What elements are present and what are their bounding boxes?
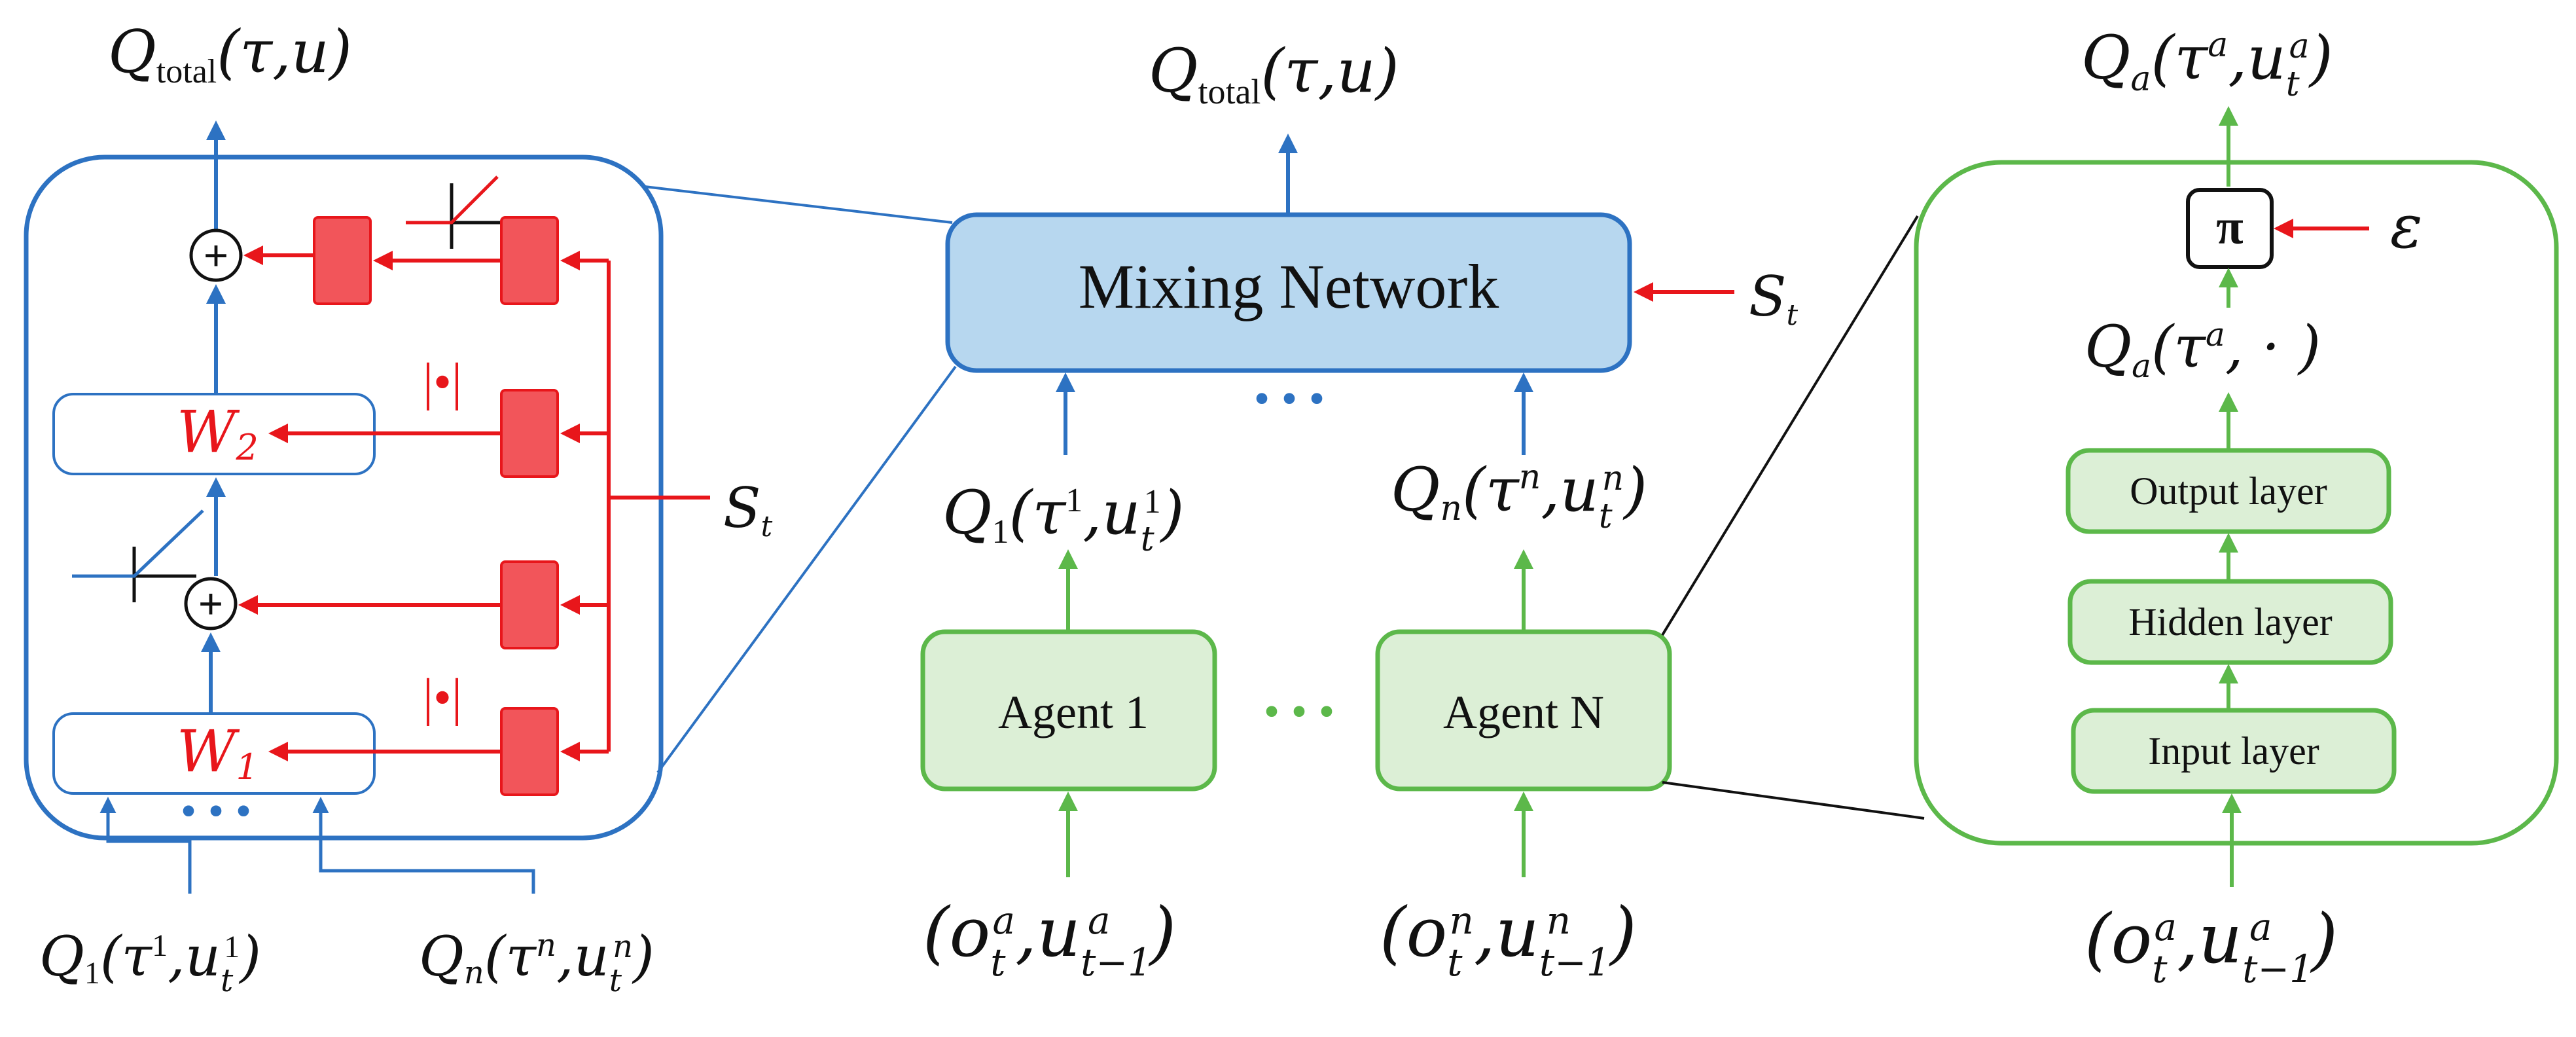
abs-label-bottom: |•| bbox=[423, 669, 462, 727]
q-a-mid-label: Qa(τa, · ) bbox=[2084, 313, 2321, 385]
input-layer-box bbox=[2071, 708, 2397, 794]
pi-label: π bbox=[2216, 200, 2244, 255]
relu-activation-icon bbox=[406, 175, 510, 249]
q-total-center-label: Qtotal(τ,u) bbox=[1149, 36, 1399, 111]
hyper-block-w2 bbox=[500, 389, 559, 478]
agent-n-label: Agent N bbox=[1443, 686, 1604, 738]
state-label-left: St bbox=[723, 476, 773, 543]
mixing-detail-panel: Qtotal(τ,u) + W2 + W1 bbox=[24, 18, 773, 999]
elu-activation-icon bbox=[72, 509, 204, 602]
q-a-top-label: Qa(τa,uta) bbox=[2081, 23, 2333, 104]
zoom-line-right-bottom bbox=[1662, 781, 1925, 820]
obs-agent-n-label: (otn,ut−1n) bbox=[1380, 892, 1637, 985]
hidden-layer-label: Hidden layer bbox=[2128, 600, 2333, 644]
qn-center-label: Qn(τn,utn) bbox=[1391, 455, 1647, 536]
epsilon-label: ε bbox=[2390, 192, 2422, 262]
obs-agent-a-label: (ota,ut−1a) bbox=[923, 892, 1176, 985]
dots-agents: • • • bbox=[1264, 687, 1335, 737]
q1-center-label: Q1(τ1,ut1) bbox=[942, 478, 1185, 559]
input-layer-label: Input layer bbox=[2148, 729, 2319, 773]
hyper-block-bias-out-1 bbox=[313, 216, 372, 305]
pi-box bbox=[2186, 188, 2274, 269]
abs-label-top: |•| bbox=[423, 354, 462, 411]
q1-bottom-label: Q1(τ1,ut1) bbox=[39, 924, 261, 999]
hyper-block-bias-1 bbox=[500, 560, 559, 649]
agent-detail-frame bbox=[1914, 160, 2559, 846]
zoom-line-left-bottom bbox=[656, 365, 957, 774]
agent-detail-panel: Qa(τa,uta) π ε Qa(τa, · ) Output layer H… bbox=[1914, 23, 2559, 991]
hyper-block-bias-out-2 bbox=[500, 216, 559, 305]
plus-node-bottom bbox=[184, 577, 238, 630]
qn-bottom-label: Qn(τn,utn) bbox=[419, 924, 654, 999]
center-panel: Qtotal(τ,u) Mixing Network St • • • Q1(τ… bbox=[920, 36, 1798, 985]
agent-n-box bbox=[1375, 629, 1672, 791]
state-label-center: St bbox=[1749, 264, 1798, 332]
dots-center-top: • • • bbox=[1254, 374, 1325, 424]
output-layer-box bbox=[2066, 448, 2391, 534]
obs-right-label: (ota,ut−1a) bbox=[2084, 899, 2338, 991]
dots-left-bottom: • • • bbox=[181, 786, 252, 837]
zoom-line-right-top bbox=[1661, 215, 1919, 636]
hyper-arrows bbox=[238, 246, 710, 761]
mixing-network-label: Mixing Network bbox=[1079, 251, 1499, 321]
plus-node-top bbox=[189, 228, 243, 282]
plus-node-top-label: + bbox=[204, 230, 229, 280]
w1-label: W1 bbox=[177, 718, 259, 788]
zoom-line-left-top bbox=[644, 185, 953, 224]
q-total-left-label: Qtotal(τ,u) bbox=[108, 18, 352, 90]
left-input-lines bbox=[99, 797, 535, 894]
agent-1-label: Agent 1 bbox=[998, 686, 1149, 738]
mixing-network-box bbox=[945, 212, 1632, 373]
agent-1-box bbox=[920, 629, 1217, 791]
hyper-block-w1 bbox=[500, 707, 559, 796]
plus-node-bottom-label: + bbox=[198, 579, 224, 628]
hidden-layer-box bbox=[2067, 579, 2393, 665]
w2-label: W2 bbox=[177, 398, 259, 468]
output-layer-label: Output layer bbox=[2130, 469, 2327, 513]
